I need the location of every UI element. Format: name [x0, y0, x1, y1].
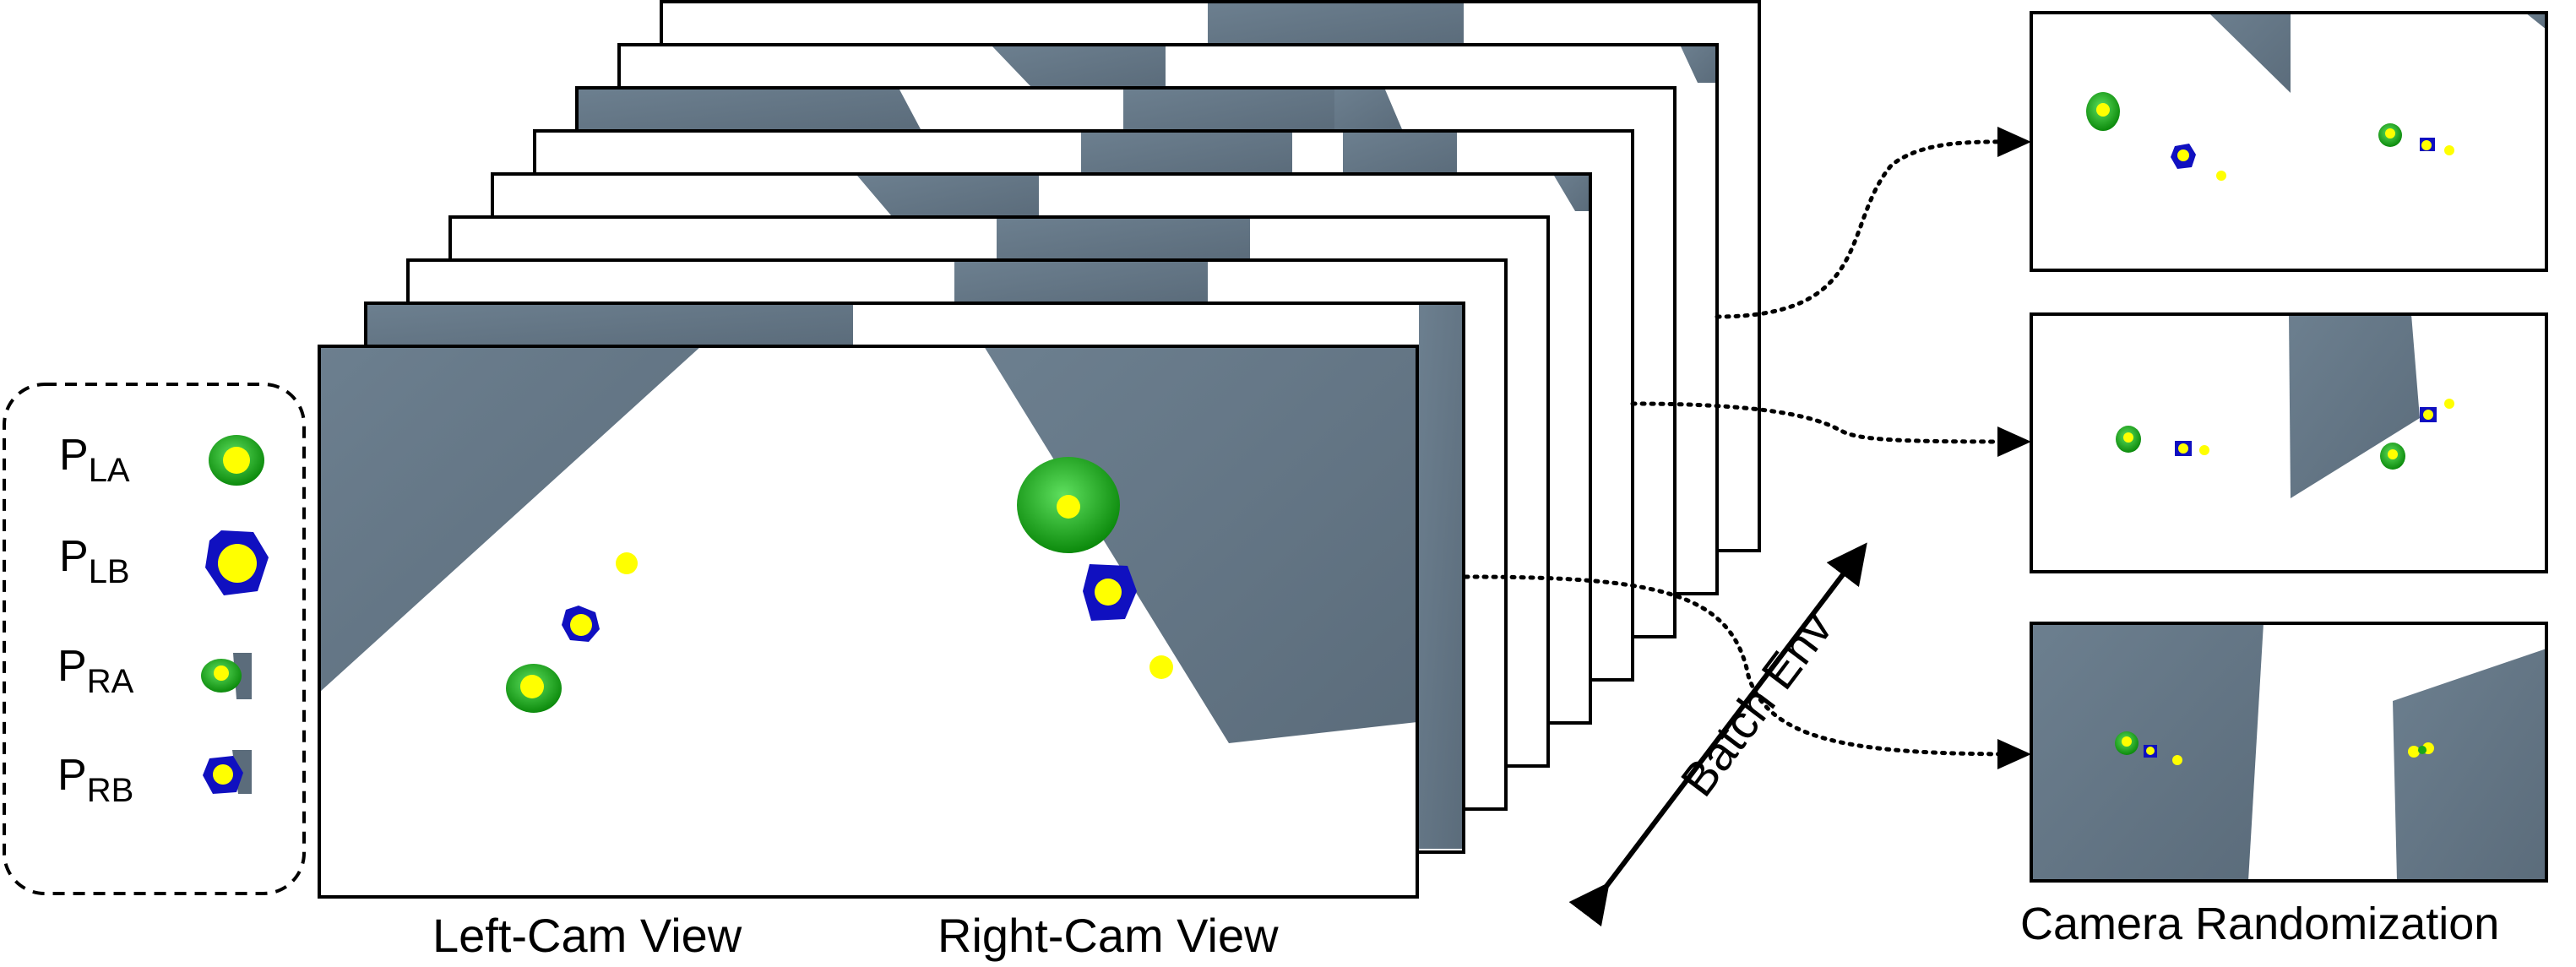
legend-marker-p-lb	[205, 530, 269, 595]
connector-3	[1463, 574, 2025, 757]
connector-1	[1715, 139, 2025, 319]
marker-p-rb	[1083, 564, 1137, 621]
connector-2	[1630, 401, 2025, 444]
floor-region-right	[984, 346, 1417, 743]
legend-marker-p-rb	[203, 750, 252, 794]
connector-arrowheads	[1997, 127, 2031, 769]
left-cam-caption: Left-Cam View	[432, 909, 742, 962]
legend-label-p-la: PLA	[59, 431, 130, 489]
legend-label-p-ra: PRA	[57, 642, 134, 700]
legend-label-p-lb: PLB	[59, 532, 130, 590]
marker-p-ra	[1017, 457, 1120, 553]
legend-marker-p-ra	[201, 653, 252, 699]
floor-region-left	[319, 346, 701, 693]
marker-p-la	[506, 664, 562, 713]
marker-p-la-dot	[616, 552, 638, 574]
randomized-view-3	[2030, 622, 2548, 883]
marker-p-rb-dot	[1149, 655, 1173, 679]
camera-randomization-caption: Camera Randomization	[2020, 899, 2499, 949]
legend: PLA PLB PRA PRB	[3, 383, 306, 895]
randomized-view-2	[2030, 312, 2548, 573]
legend-box	[3, 383, 306, 895]
dotted-connectors	[1463, 139, 2025, 757]
legend-label-p-rb: PRB	[57, 751, 133, 809]
marker-p-lb	[562, 606, 600, 642]
randomized-view-1	[2030, 11, 2548, 272]
main-frame	[318, 345, 1419, 899]
batch-env-label: Batch Env	[1670, 601, 1842, 806]
legend-marker-p-la	[209, 435, 264, 486]
right-cam-caption: Right-Cam View	[937, 909, 1279, 962]
